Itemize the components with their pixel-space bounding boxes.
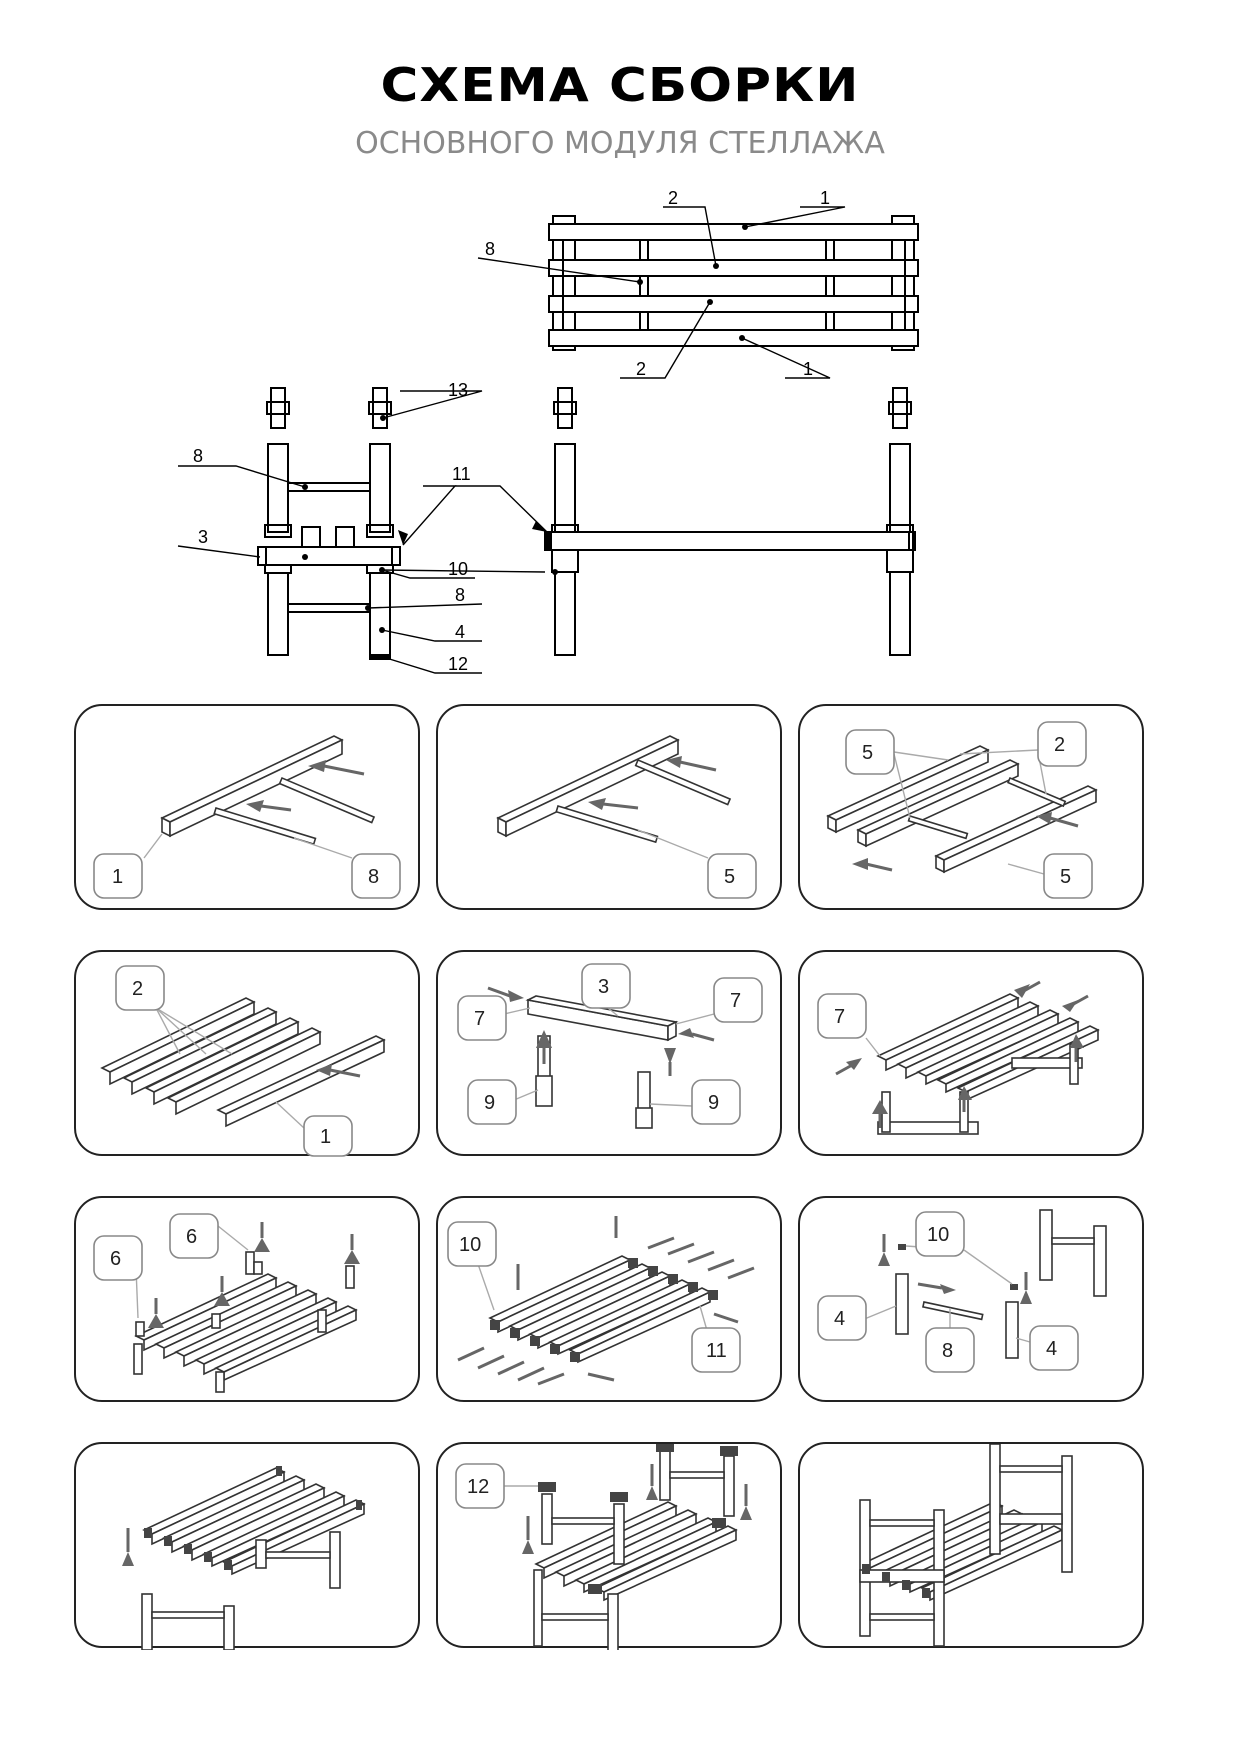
part-badge: 9 <box>484 1092 495 1114</box>
step-drawing <box>122 1466 366 1650</box>
top-label: 2 <box>668 188 678 208</box>
part-badge: 11 <box>706 1340 727 1362</box>
side-label: 3 <box>198 527 208 547</box>
step-panel: 3 7 7 9 9 <box>436 950 782 1156</box>
overview-drawing: 2 1 8 2 1 13 8 11 3 10 8 4 12 <box>177 188 919 674</box>
step-drawing: 1 8 <box>93 735 401 899</box>
side-label: 8 <box>455 585 465 605</box>
part-badge: 10 <box>927 1224 949 1246</box>
side-label: 10 <box>448 559 468 579</box>
page-title: СХЕМА СБОРКИ <box>380 58 860 112</box>
side-label: 11 <box>452 464 471 484</box>
step-panel: 10 11 <box>436 1196 782 1402</box>
step-panel: 6 6 <box>74 1196 420 1402</box>
part-badge: 1 <box>112 866 123 888</box>
top-label: 2 <box>636 359 646 379</box>
part-badge: 4 <box>1046 1338 1057 1360</box>
top-label: 1 <box>803 359 813 379</box>
page-subtitle: ОСНОВНОГО МОДУЛЯ СТЕЛЛАЖА <box>355 126 885 161</box>
part-badge: 6 <box>110 1248 121 1270</box>
step-drawing: 3 7 7 9 9 <box>457 963 763 1129</box>
step-panel: 7 <box>798 950 1144 1156</box>
step-panel: 5 <box>436 704 782 910</box>
side-label: 4 <box>455 622 465 642</box>
part-badge: 2 <box>132 978 143 1000</box>
step-panel: 10 4 8 4 <box>798 1196 1144 1402</box>
step-panel: 12 <box>436 1442 782 1650</box>
step-drawing: 7 <box>817 980 1100 1135</box>
part-badge: 5 <box>862 742 873 764</box>
part-badge: 10 <box>459 1234 481 1256</box>
part-badge: 1 <box>320 1126 331 1148</box>
top-label: 1 <box>820 188 830 208</box>
part-badge: 5 <box>724 866 735 888</box>
side-label: 13 <box>448 380 468 400</box>
side-view-frame <box>257 387 916 660</box>
step-drawing <box>859 1444 1073 1647</box>
step-panel <box>798 1442 1144 1648</box>
part-badge: 4 <box>834 1308 845 1330</box>
step-drawing: 5 2 5 <box>826 721 1098 899</box>
step-drawing: 10 4 8 4 <box>817 1209 1107 1373</box>
step-drawing: 12 <box>455 1444 752 1650</box>
step-drawing: 6 6 <box>93 1213 360 1393</box>
top-view-frame <box>548 215 919 351</box>
part-badge: 7 <box>730 990 741 1012</box>
step-drawing: 2 1 <box>100 965 386 1157</box>
part-badge: 7 <box>474 1008 485 1030</box>
step-drawing: 5 <box>496 735 757 899</box>
part-badge: 8 <box>942 1340 953 1362</box>
part-badge: 2 <box>1054 734 1065 756</box>
part-badge: 3 <box>598 976 609 998</box>
step-panel: 2 1 <box>74 950 420 1157</box>
part-badge: 6 <box>186 1226 197 1248</box>
part-badge: 7 <box>834 1006 845 1028</box>
part-badge: 12 <box>467 1476 489 1498</box>
step-panel: 5 2 5 <box>798 704 1144 910</box>
part-badge: 9 <box>708 1092 719 1114</box>
step-panel <box>74 1442 420 1650</box>
top-label: 8 <box>485 239 495 259</box>
part-badge: 5 <box>1060 866 1071 888</box>
step-drawing: 10 11 <box>447 1216 755 1386</box>
part-badge: 8 <box>368 866 379 888</box>
side-label: 12 <box>448 654 468 674</box>
step-panel: 1 8 <box>74 704 420 910</box>
side-label: 8 <box>193 446 203 466</box>
